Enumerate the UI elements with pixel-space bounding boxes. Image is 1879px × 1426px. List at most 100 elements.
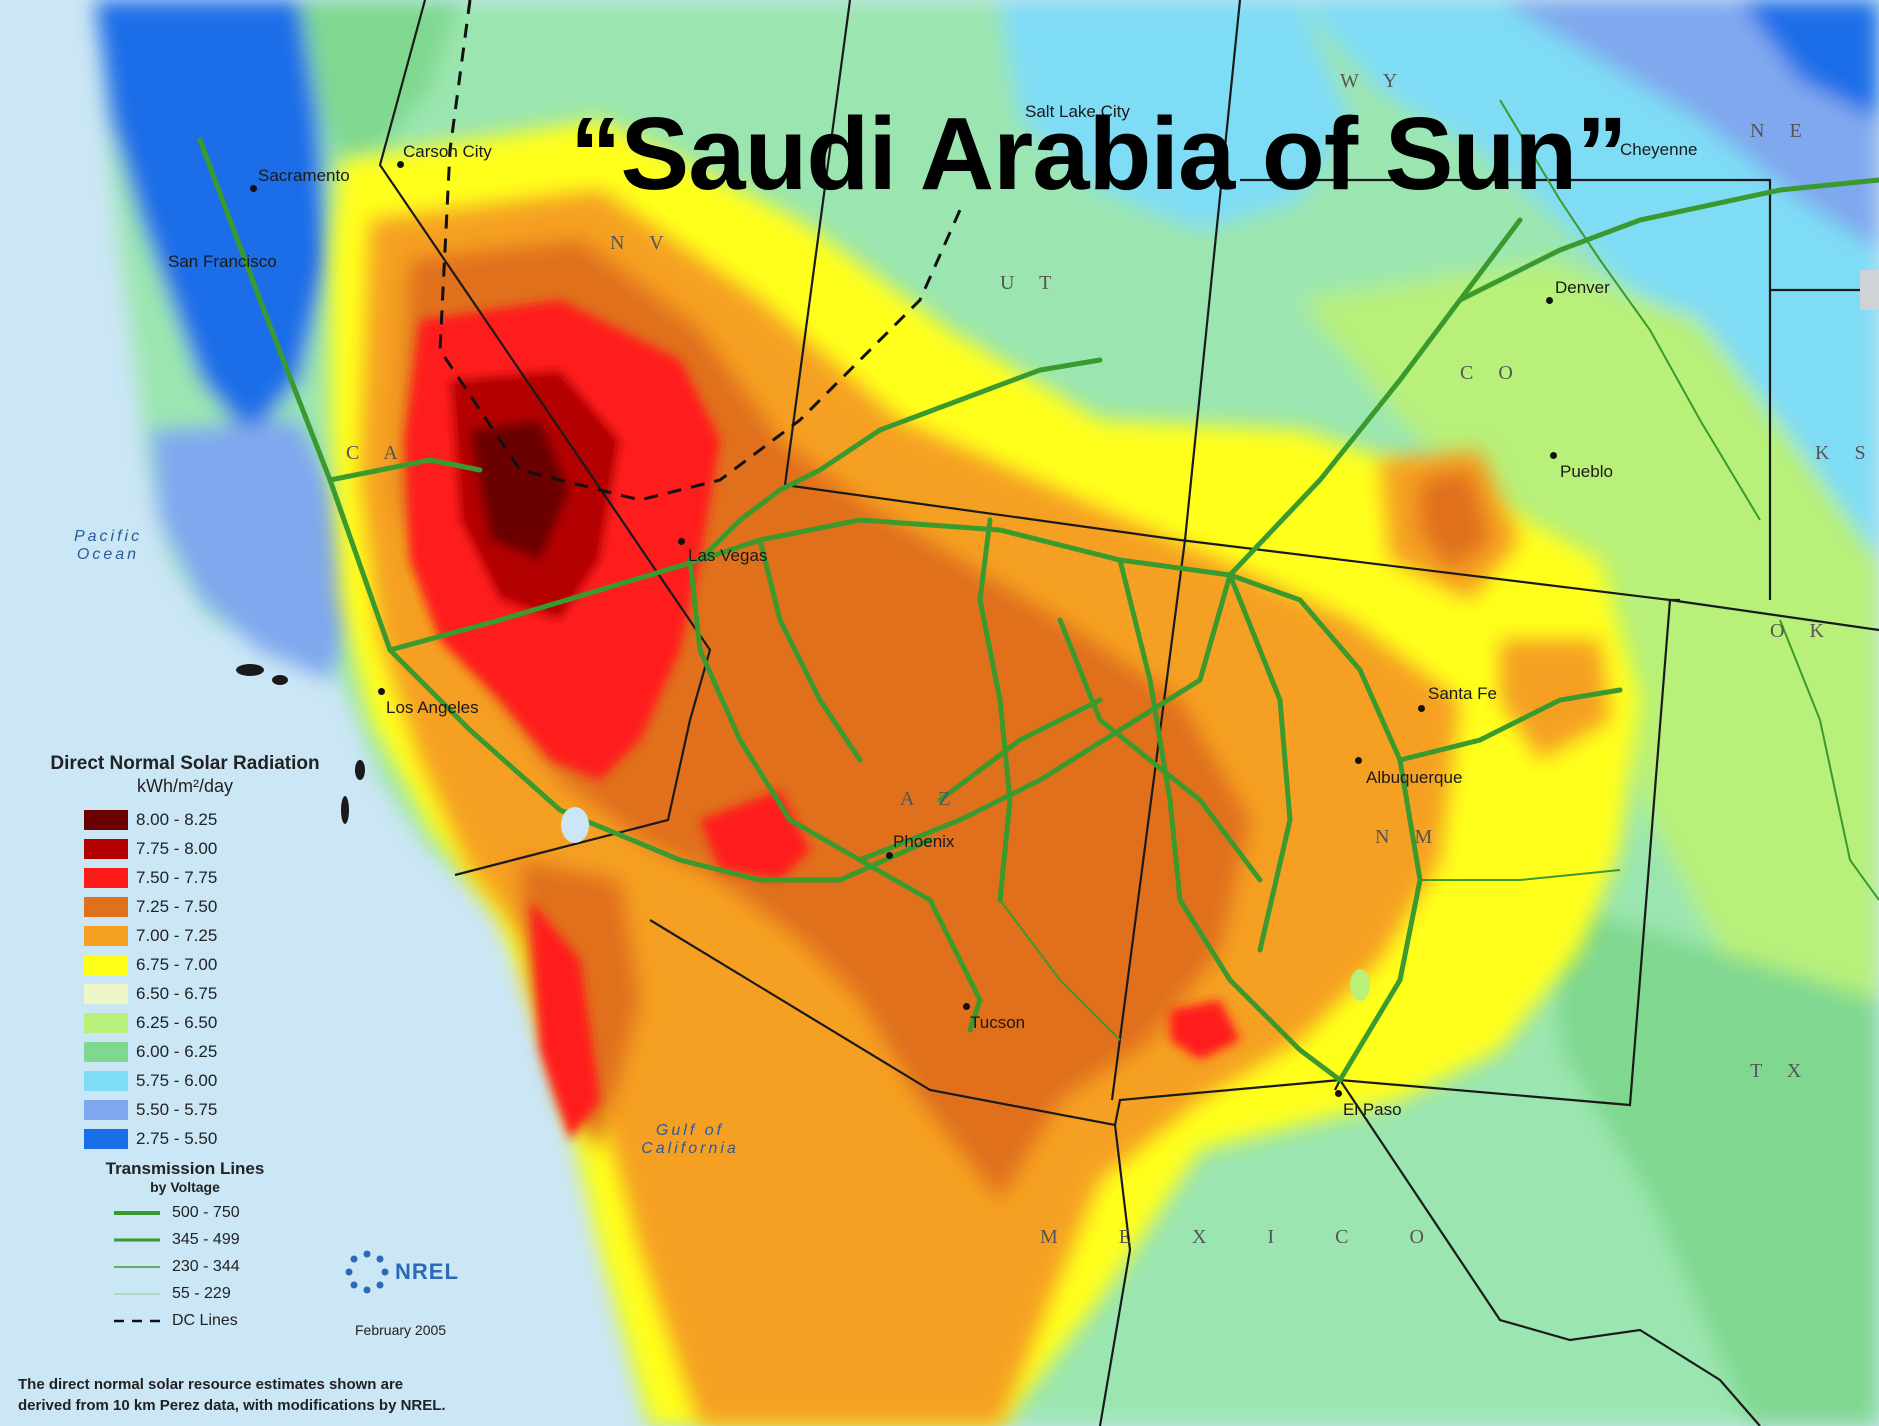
legend-item: 6.00 - 6.25 [84,1037,350,1066]
state-label-ok: O K [1770,620,1834,642]
islands [236,664,365,824]
city-dot [1335,1090,1342,1097]
state-label-ca: C A [346,442,408,464]
transmission-item: DC Lines [112,1307,350,1334]
city-label-denver: Denver [1555,278,1610,297]
org-name: NREL [395,1259,459,1284]
minor-transmission-lines [999,99,1879,1041]
legend-swatch [84,896,128,917]
transmission-line-sample [114,1293,160,1294]
legend-range: 5.75 - 6.00 [136,1070,218,1090]
transmission-range: 345 - 499 [172,1230,240,1248]
legend-range: 2.75 - 5.50 [136,1128,218,1148]
legend-item: 6.75 - 7.00 [84,950,350,979]
legend-title: Direct Normal Solar Radiation [50,753,320,774]
city-dot [397,161,404,168]
legend-item: 7.50 - 7.75 [84,863,350,892]
transmission-line-sample [114,1238,160,1241]
legend-swatch [84,809,128,830]
legend-item: 7.00 - 7.25 [84,921,350,950]
transmission-range: DC Lines [172,1311,238,1329]
legend-range: 6.50 - 6.75 [136,983,218,1003]
legend-swatch [84,1128,128,1149]
map-date: February 2005 [355,1322,447,1338]
transmission-item: 345 - 499 [112,1226,350,1253]
city-label-sacramento: Sacramento [258,166,350,185]
city-label-las-vegas: Las Vegas [688,546,768,565]
legend-item: 8.00 - 8.25 [84,805,350,834]
transmission-item: 500 - 750 [112,1199,350,1226]
state-label-nv: N V [610,232,674,254]
city-dot [1355,757,1362,764]
source-note-line: derived from 10 km Perez data, with modi… [18,1397,446,1414]
legend-range: 7.50 - 7.75 [136,867,218,887]
legend-range: 6.00 - 6.25 [136,1041,218,1061]
state-label-ks: K S [1815,442,1876,464]
legend-range: 5.50 - 5.75 [136,1099,218,1119]
city-dot [1546,297,1553,304]
dc-line [438,0,962,502]
transmission-line-sample [114,1265,160,1268]
legend-swatch [84,1012,128,1033]
legend-swatch [84,983,128,1004]
water-label-pacific: Pacific Ocean [73,528,143,563]
city-label-phoenix: Phoenix [893,832,955,851]
state-label-mexico: M E X I C O [1040,1226,1452,1248]
transmission-range: 500 - 750 [172,1203,240,1221]
edge-strip [1860,270,1879,310]
legend-item: 6.50 - 6.75 [84,979,350,1008]
legend-item: 7.75 - 8.00 [84,834,350,863]
source-note-line: The direct normal solar resource estimat… [18,1376,404,1393]
city-dot [886,852,893,859]
legend-swatch [84,838,128,859]
legend-swatch [84,1070,128,1091]
state-label-wy: W Y [1340,70,1408,92]
state-label-tx: T X [1750,1060,1812,1082]
lake [1350,969,1370,1001]
legend: Direct Normal Solar Radiation kWh/m²/day… [20,752,350,1334]
city-label-albuquerque: Albuquerque [1366,768,1463,787]
city-label-pueblo: Pueblo [1560,462,1613,481]
legend-swatch [84,954,128,975]
state-label-az: A Z [900,788,961,810]
city-dot [963,1003,970,1010]
legend-item: 2.75 - 5.50 [84,1124,350,1153]
transmission-lines [197,137,1879,1083]
legend-item: 6.25 - 6.50 [84,1008,350,1037]
transmission-range: 55 - 229 [172,1284,231,1302]
nrel-logo: NREL [345,1250,459,1294]
city-label-tucson: Tucson [970,1013,1026,1032]
city-label-carson-city: Carson City [403,142,492,161]
radiation-red [405,300,1240,1140]
state-borders [378,0,1879,1426]
city-dot [250,185,257,192]
transmission-title: Transmission Lines [105,1159,265,1178]
transmission-subtitle: by Voltage [150,1179,220,1195]
state-label-ut: U T [1000,272,1062,294]
legend-swatch [84,1099,128,1120]
transmission-item: 55 - 229 [112,1280,350,1307]
city-dot [378,688,385,695]
slide-title: “Saudi Arabia of Sun” [570,96,1628,211]
city-label-san-francisco: San Francisco [168,252,277,271]
city-dot [1418,705,1425,712]
legend-range: 7.75 - 8.00 [136,838,218,858]
legend-classes: 8.00 - 8.25 7.75 - 8.00 7.50 - 7.75 7.25 - … [20,805,350,1153]
legend-range: 8.00 - 8.25 [136,809,218,829]
transmission-line-sample [114,1210,160,1215]
state-label-ne: N E [1750,120,1812,142]
sun-logo-icon [345,1250,389,1294]
state-label-nm: N M [1375,826,1443,848]
legend-swatch [84,1041,128,1062]
water-label-gulf: Gulf of California [641,1122,739,1157]
transmission-range: 230 - 344 [172,1257,240,1275]
transmission-line-sample [114,1319,160,1322]
source-note: The direct normal solar resource estimat… [18,1374,446,1416]
legend-range: 7.25 - 7.50 [136,896,218,916]
legend-range: 6.25 - 6.50 [136,1012,218,1032]
city-label-salt-lake-city: Salt Lake City [1025,102,1130,121]
city-label-santa-fe: Santa Fe [1428,684,1497,703]
city-dot [678,538,685,545]
city-label-cheyenne: Cheyenne [1620,140,1698,159]
